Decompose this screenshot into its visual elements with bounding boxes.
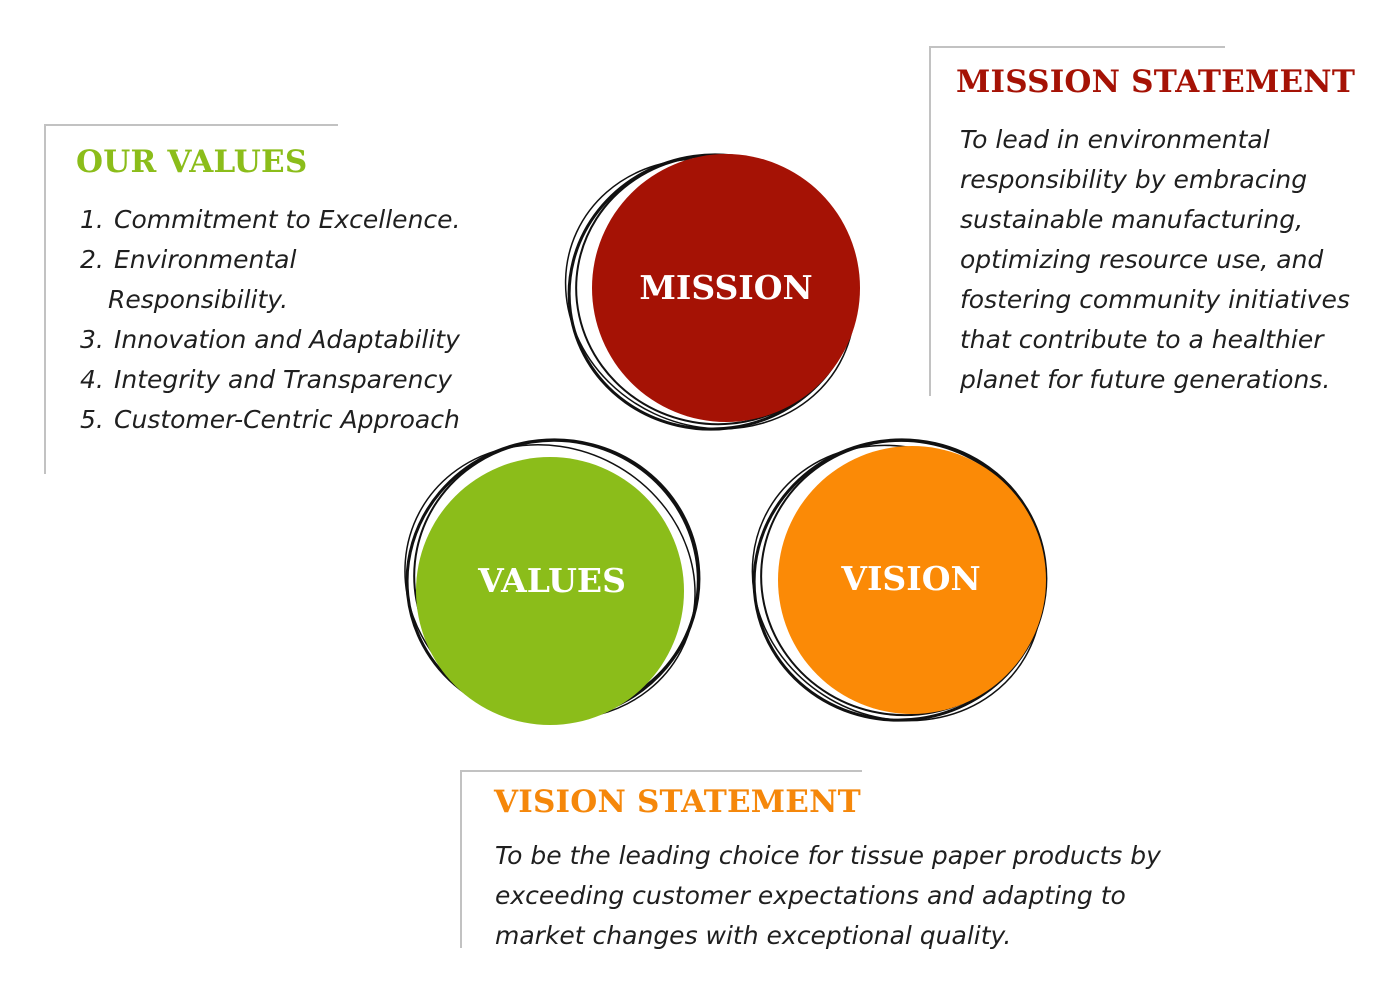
- values-list-item: 1. Commitment to Excellence.: [80, 200, 480, 240]
- vision-text: To be the leading choice for tissue pape…: [495, 841, 1161, 950]
- vision-circle-fill: [778, 446, 1046, 714]
- list-text: Customer-Centric Approach: [114, 405, 460, 434]
- values-circle-fill: [416, 457, 684, 725]
- values-list: 1. Commitment to Excellence. 2. Environm…: [80, 200, 480, 440]
- list-number: 4.: [80, 365, 104, 394]
- mission-text: To lead in environmental responsibility …: [960, 125, 1350, 394]
- vision-heading: VISION STATEMENT: [494, 784, 861, 820]
- list-text: Innovation and Adaptability: [114, 325, 460, 354]
- values-circle-label: VALUES: [477, 561, 626, 600]
- list-number: 2.: [80, 245, 104, 274]
- list-text: Responsibility.: [108, 285, 289, 314]
- values-list-item-continuation: Responsibility.: [80, 280, 480, 320]
- mission-bracket: [929, 46, 1225, 396]
- values-list-item: 2. Environmental: [80, 240, 480, 280]
- list-number: 3.: [80, 325, 104, 354]
- list-text: Integrity and Transparency: [114, 365, 453, 394]
- vision-circle-label: VISION: [840, 559, 980, 598]
- values-list-item: 3. Innovation and Adaptability: [80, 320, 480, 360]
- mission-circle-label: MISSION: [639, 268, 812, 307]
- mission-heading: MISSION STATEMENT: [956, 64, 1356, 100]
- values-circle: VALUES: [404, 438, 701, 725]
- values-list-item: 5. Customer-Centric Approach: [80, 400, 480, 440]
- list-text: Commitment to Excellence.: [114, 205, 461, 234]
- list-number: 5.: [80, 405, 104, 434]
- vision-bracket: [460, 770, 862, 948]
- list-number: 1.: [80, 205, 104, 234]
- vision-circle: VISION: [751, 438, 1048, 722]
- values-heading: OUR VALUES: [76, 144, 308, 180]
- mission-circle: MISSION: [564, 153, 860, 431]
- values-bracket: [44, 124, 338, 474]
- list-text: Environmental: [114, 245, 297, 274]
- values-list-item: 4. Integrity and Transparency: [80, 360, 480, 400]
- mission-circle-fill: [592, 154, 860, 422]
